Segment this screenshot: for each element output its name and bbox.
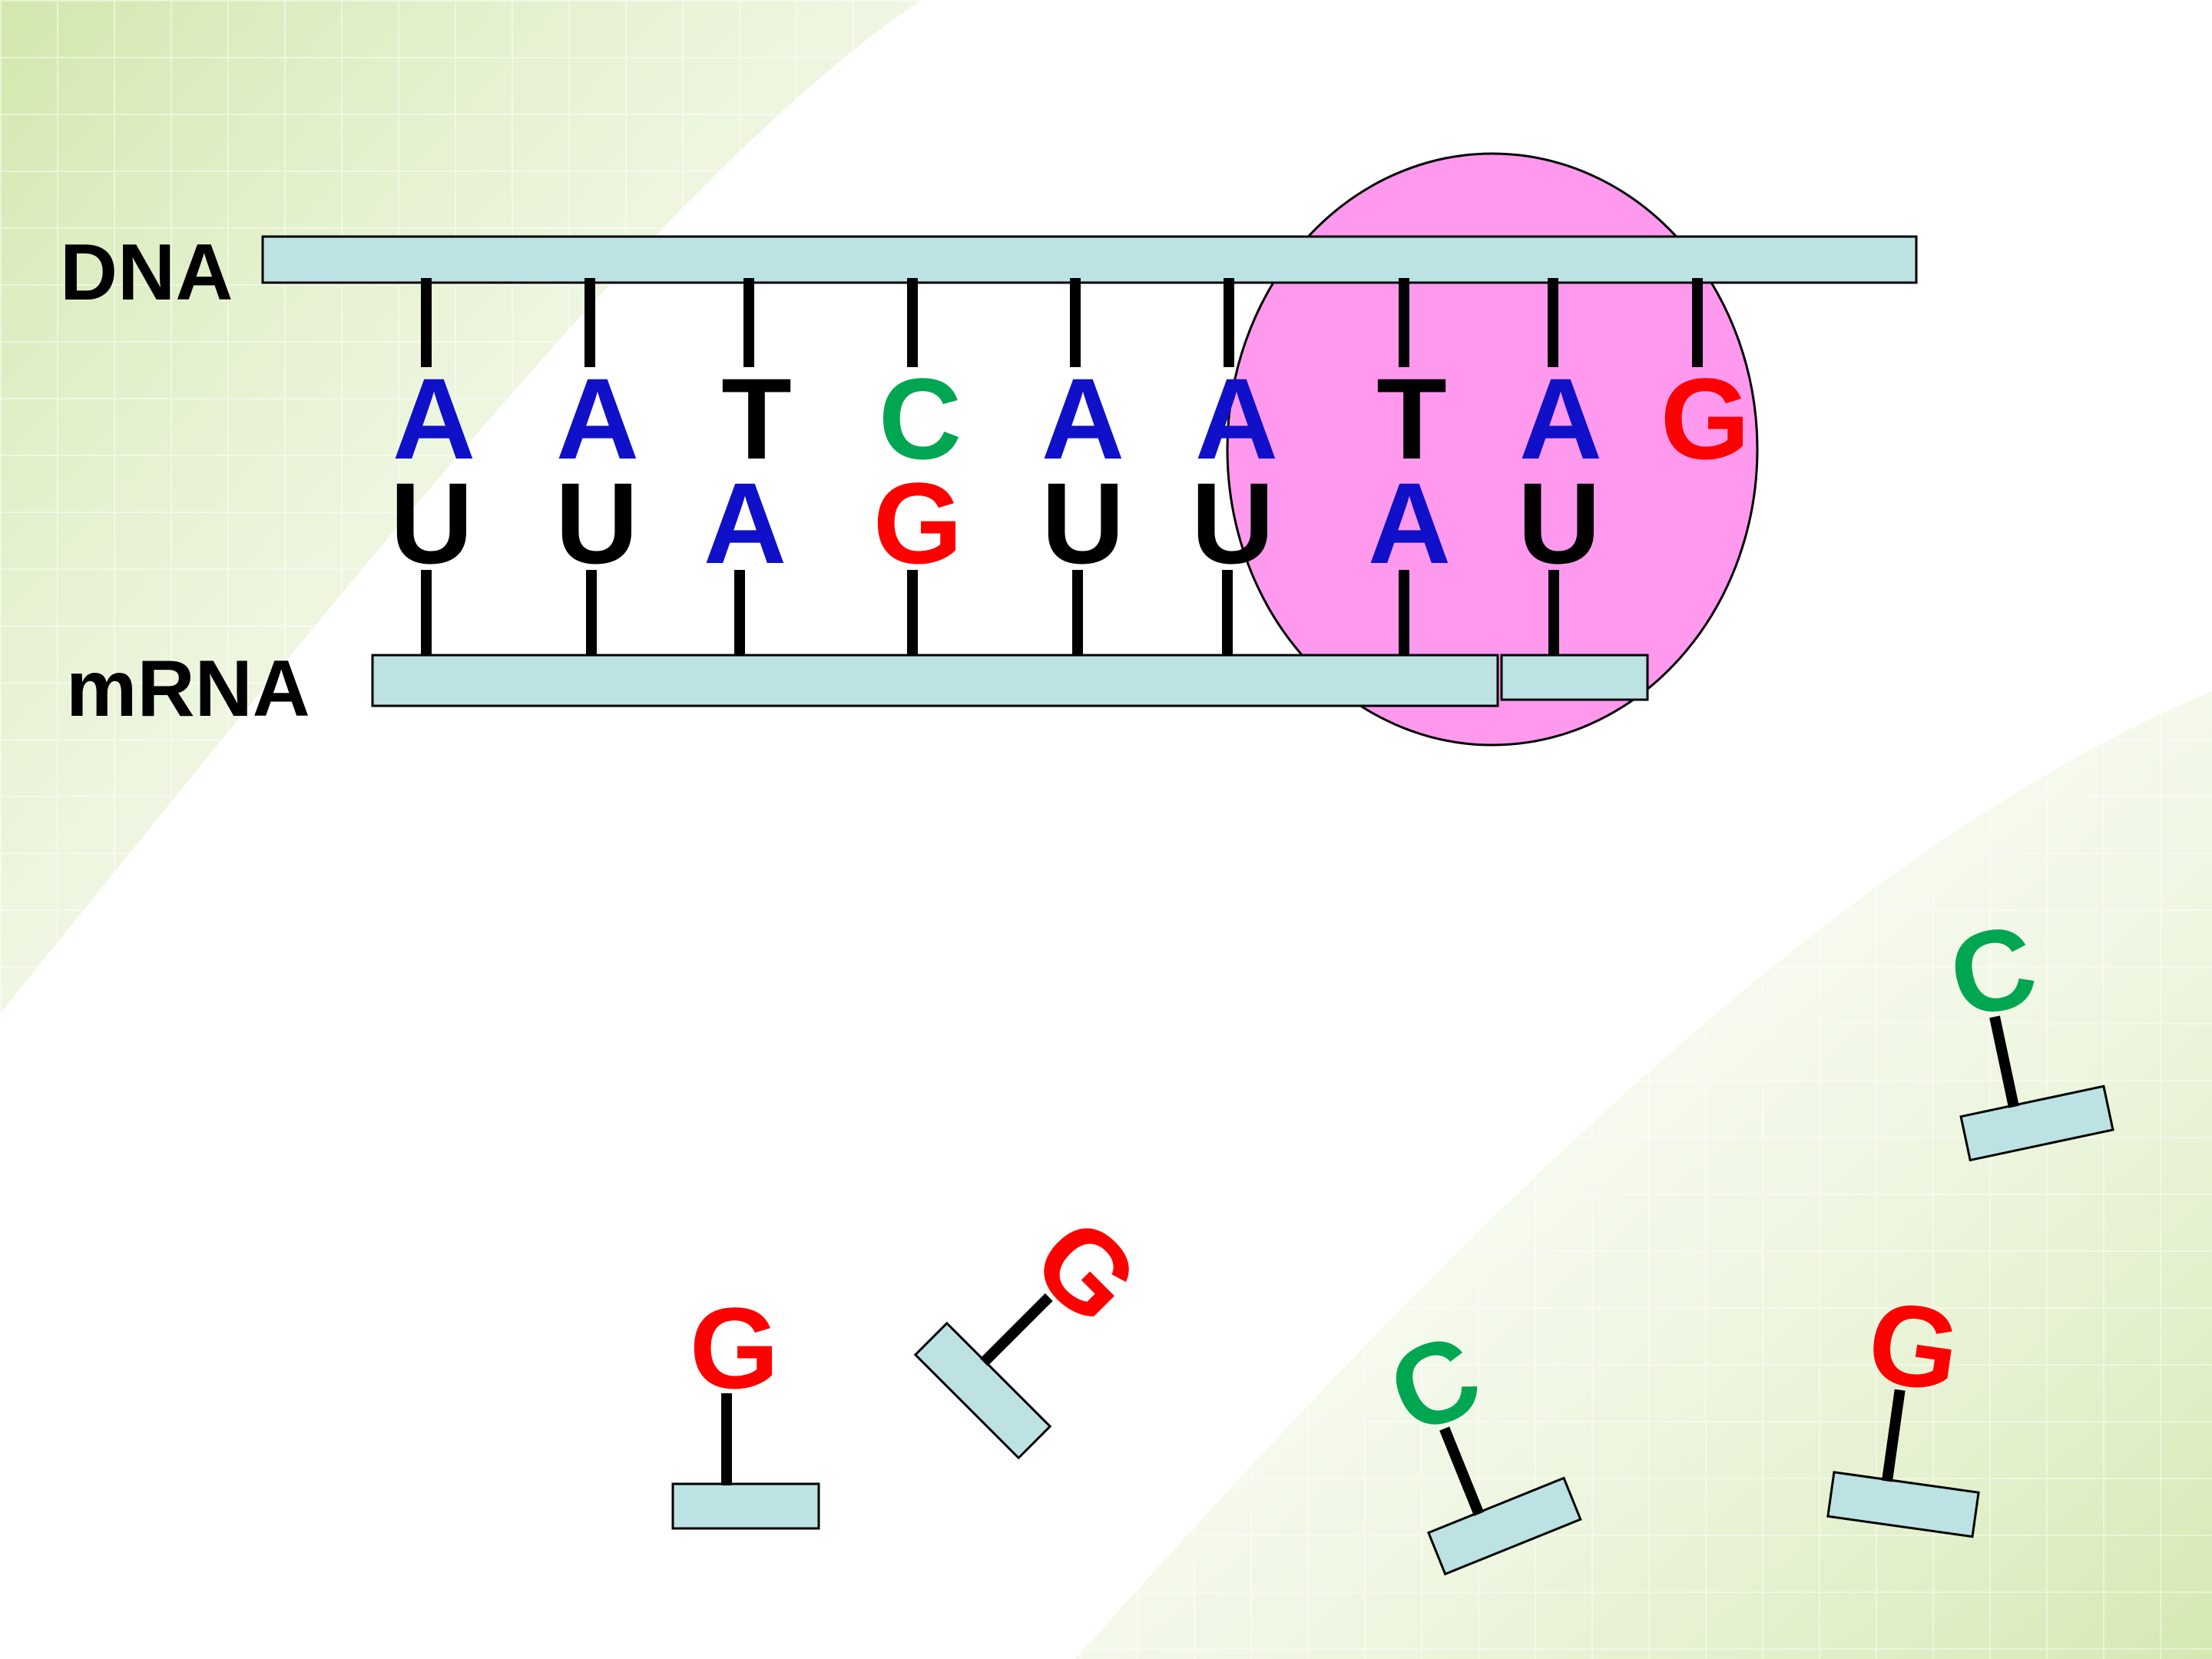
mrna-base-5: U [1041,459,1124,655]
nucleotide-sugar-block [1426,1476,1582,1576]
nucleotide-base-letter: G [690,1283,780,1412]
mrna-base-7: A [1368,459,1451,655]
mrna-backbone [371,654,1499,707]
dna-base-pair-2: A [556,278,639,483]
mrna-base-letter: U [1191,459,1274,588]
dna-base-letter: A [392,354,475,483]
mrna-base-letter: U [390,459,473,588]
dna-base-letter: C [879,354,962,483]
dna-base-pair-6: A [1195,278,1278,483]
nucleotide-sugar-block [913,1321,1052,1460]
dna-backbone [261,235,1918,284]
mrna-label: mRNA [66,644,310,733]
mrna-base-letter: U [1518,459,1601,588]
dna-base-pair-9: G [1661,278,1750,483]
nucleotide-sugar-block [1959,1084,2114,1162]
mrna-base-1: U [390,459,473,655]
nucleotide-bond [979,1293,1053,1366]
mrna-base-letter: A [1368,459,1451,588]
mrna-base-3: A [704,459,786,655]
dna-base-pair-3: T [721,278,792,483]
mrna-base-2: U [555,459,638,655]
dna-base-letter: T [1376,354,1447,483]
dna-base-letter: A [1519,354,1602,483]
nucleotide-bond [1439,1426,1485,1516]
dna-base-pair-5: A [1041,278,1124,483]
free-nucleotide-2: G [913,1194,1164,1460]
mrna-base-6: U [1191,459,1274,655]
mrna-base-4: G [873,459,963,655]
nucleotide-base-letter: G [1860,1276,1967,1416]
dna-base-letter: A [1195,354,1278,483]
dna-base-letter: A [556,354,639,483]
free-nucleotide-1: G [671,1283,820,1530]
dna-base-letter: A [1041,354,1124,483]
nucleotide-sugar-block [1826,1471,1980,1538]
dna-base-pair-8: A [1519,278,1602,483]
mrna-base-8: U [1518,459,1601,655]
nucleotide-bond [1882,1389,1906,1482]
dna-base-letter: T [721,354,792,483]
mrna-base-letter: G [873,459,963,588]
dna-base-pair-1: A [392,278,475,483]
nucleotide-sugar-block [671,1482,820,1530]
dna-label: DNA [60,228,233,317]
mrna-new-segment [1500,654,1649,701]
dna-base-letter: G [1661,354,1750,483]
free-nucleotide-4: G [1826,1276,1980,1538]
dna-base-pair-7: T [1376,278,1447,483]
nucleotide-base-letter: G [1009,1194,1164,1348]
mrna-base-letter: U [555,459,638,588]
mrna-base-letter: U [1041,459,1124,588]
rna-polymerase [1226,152,1759,747]
nucleotide-bond [1989,1015,2019,1108]
dna-base-pair-4: C [879,278,962,483]
mrna-base-letter: A [704,459,786,588]
